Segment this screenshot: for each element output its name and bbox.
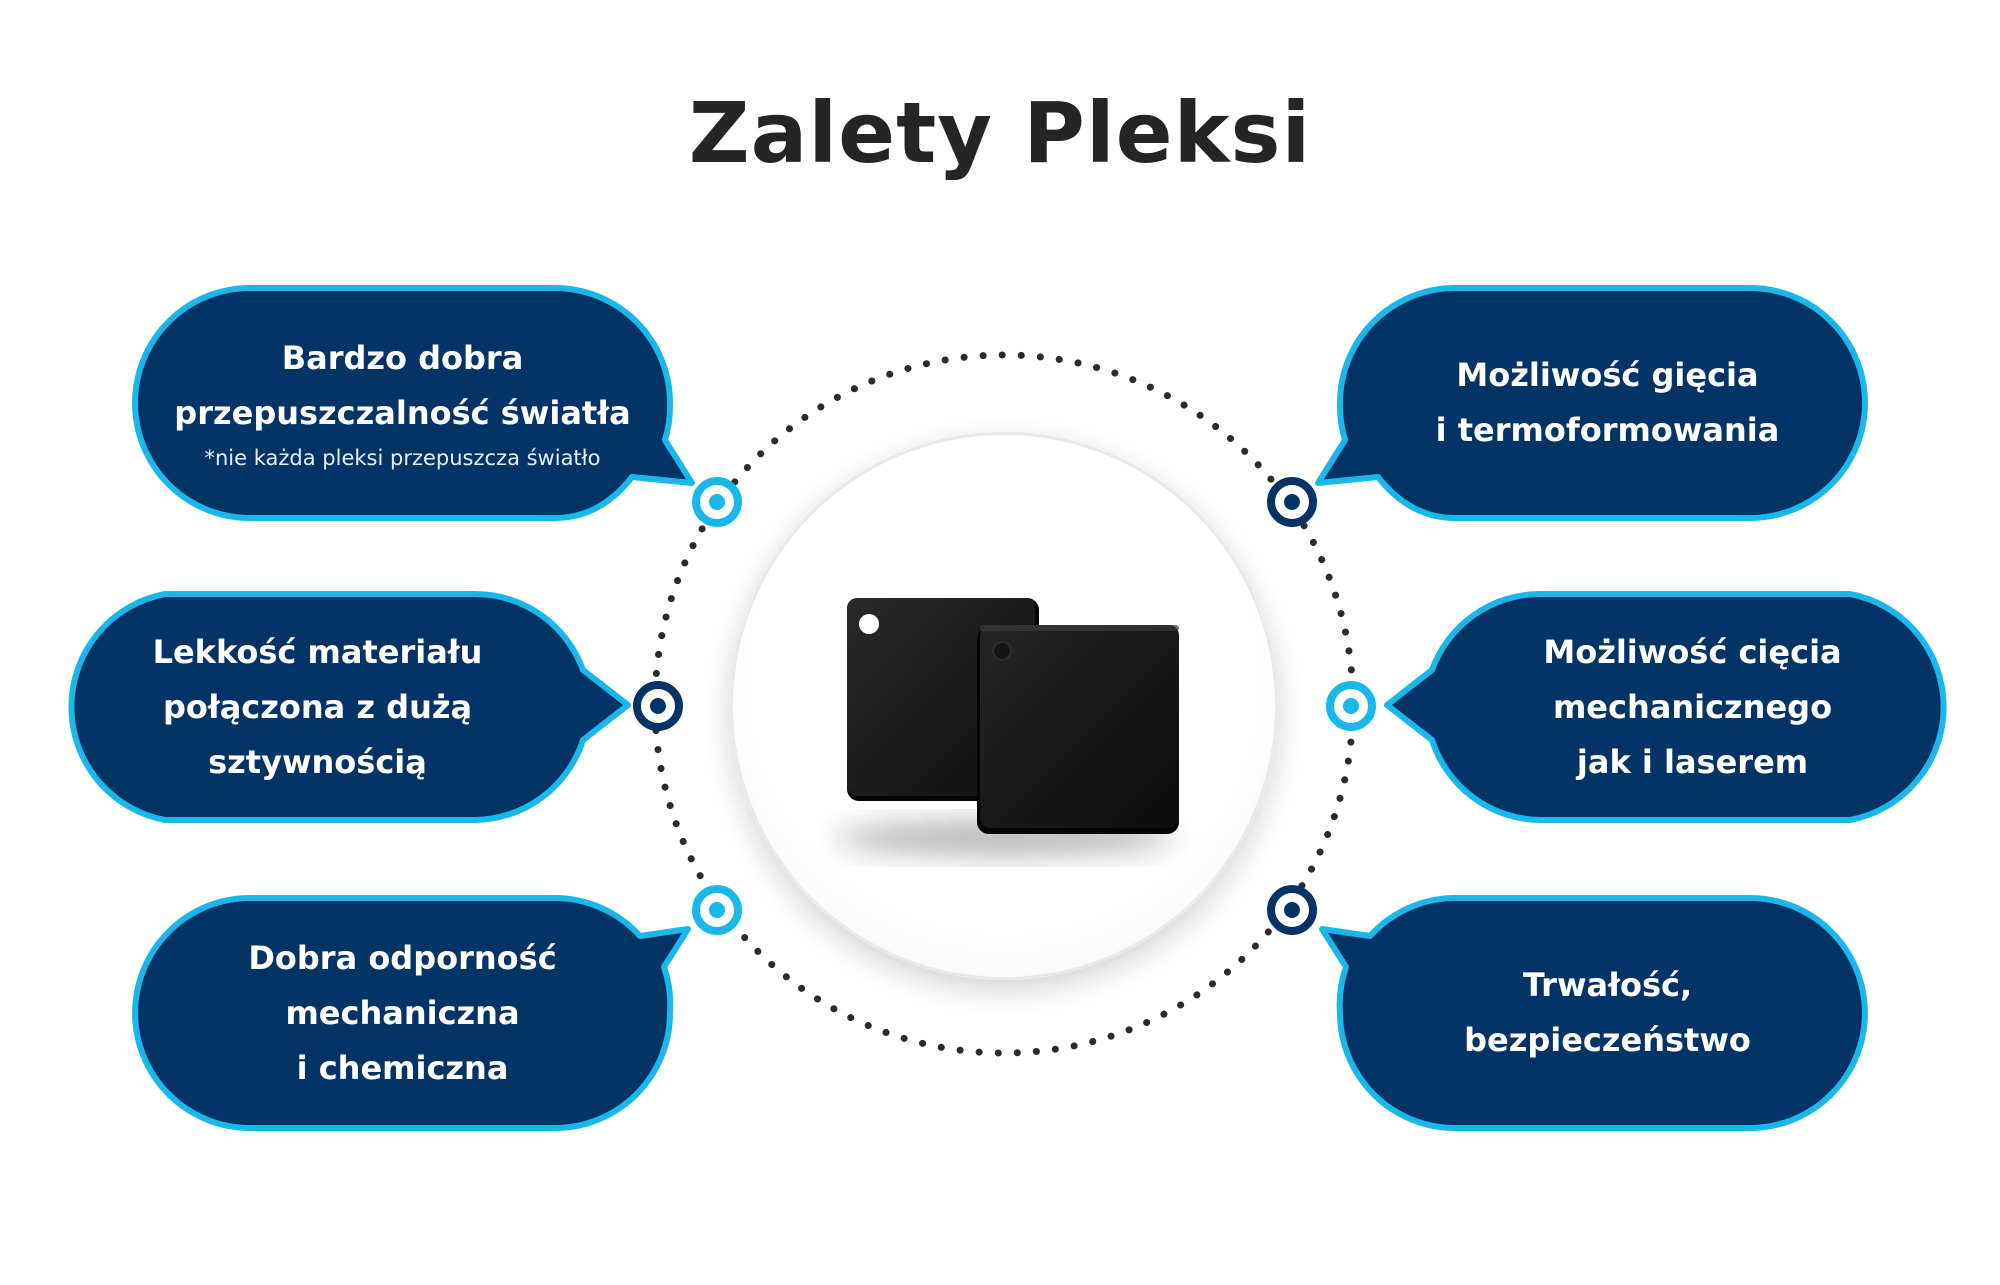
bubble-top-left-shape [132, 285, 695, 521]
bubble-middle-left-line-1: Lekkość materiału [152, 632, 483, 671]
bubble-middle-left: Lekkość materiału połączona z dużą sztyw… [55, 598, 580, 816]
bubble-middle-left-line-3: sztywnością [208, 742, 427, 781]
bubble-bottom-left: Dobra odporność mechaniczna i chemiczna [140, 902, 665, 1124]
bubble-bottom-left-line-2: mechaniczna [285, 993, 520, 1032]
bubble-top-left-line-1: Bardzo dobra [281, 339, 524, 377]
bubble-middle-right: Możliwość cięcia mechanicznego jak i las… [1430, 598, 1955, 816]
plexi-plate-front [977, 625, 1179, 834]
bubble-top-left-line-2: przepuszczalność światła [174, 394, 631, 432]
bubble-middle-right-line-3: jak i laserem [1576, 742, 1809, 781]
page-title: Zalety Pleksi [688, 84, 1312, 182]
bubble-middle-right-line-1: Możliwość cięcia [1543, 632, 1842, 671]
bubble-bottom-left-line-1: Dobra odporność [248, 938, 557, 977]
bubble-top-left-note: *nie każda pleksi przepuszcza światło [204, 446, 601, 470]
bubble-bottom-right: Trwałość, bezpieczeństwo [1345, 902, 1870, 1124]
bubble-top-right-line-1: Możliwość gięcia [1456, 356, 1759, 394]
bubble-middle-right-line-2: mechanicznego [1552, 687, 1833, 726]
bubble-bottom-right-line-2: bezpieczeństwo [1464, 1021, 1751, 1059]
bubble-bottom-left-line-3: i chemiczna [296, 1048, 509, 1087]
bubble-middle-left-shape [68, 591, 631, 823]
node-top-left [692, 477, 742, 527]
node-middle-left [633, 681, 683, 731]
bubble-top-left: Bardzo dobra przepuszczalność światła *n… [140, 292, 665, 514]
bubble-bottom-right-shape [1319, 895, 1868, 1131]
plate-hole-front [992, 641, 1012, 661]
plate-hole [859, 614, 879, 634]
node-bottom-right [1267, 885, 1317, 935]
bubble-top-right: Możliwość gięcia i termoformowania [1345, 292, 1870, 514]
node-bottom-left [692, 885, 742, 935]
bubble-top-right-line-2: i termoformowania [1435, 411, 1780, 449]
node-middle-right [1326, 681, 1376, 731]
bubble-middle-left-line-2: połączona z dużą [162, 687, 473, 726]
bubble-bottom-left-shape [132, 895, 691, 1131]
bubble-top-right-shape [1315, 285, 1868, 521]
node-top-right [1267, 477, 1317, 527]
bubble-bottom-right-line-1: Trwałość, [1522, 966, 1693, 1004]
bubble-middle-right-shape [1384, 591, 1947, 823]
